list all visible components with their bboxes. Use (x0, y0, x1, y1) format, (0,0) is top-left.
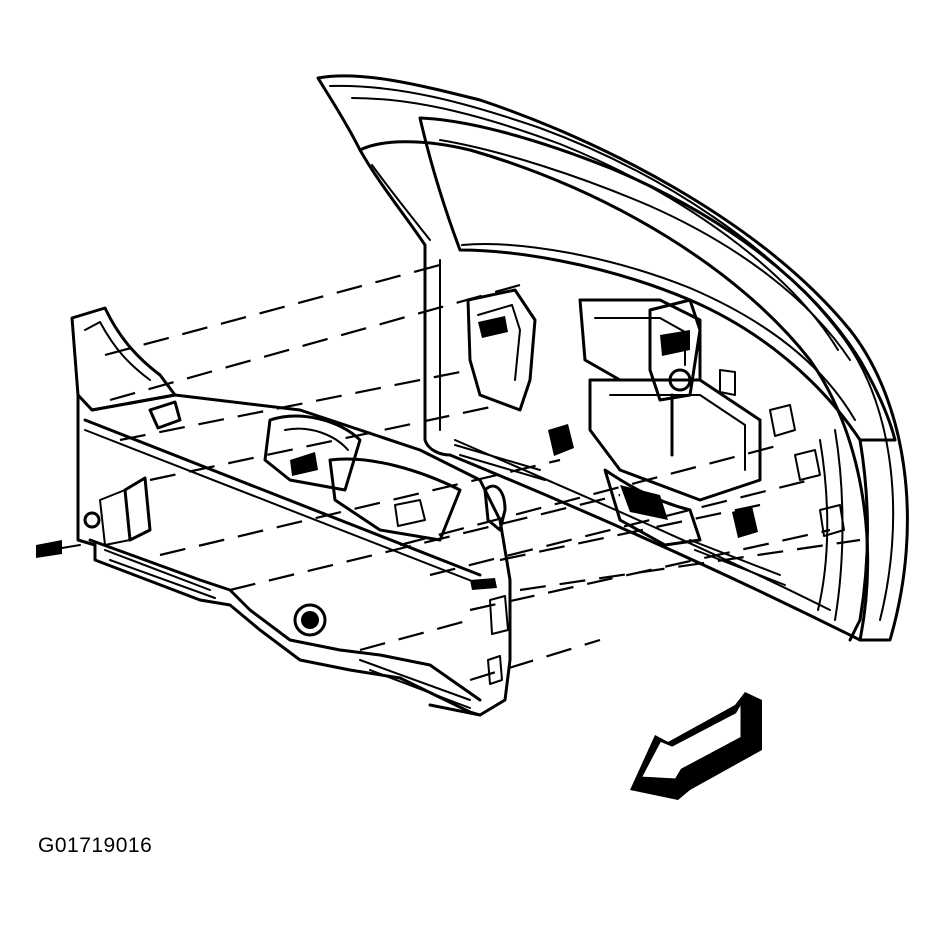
front-direction-arrow (630, 692, 762, 800)
alignment-lines (104, 263, 861, 682)
liftgate-trim-panel (36, 306, 512, 717)
figure-code: G01719016 (38, 834, 153, 857)
liftgate-panel (316, 74, 909, 642)
